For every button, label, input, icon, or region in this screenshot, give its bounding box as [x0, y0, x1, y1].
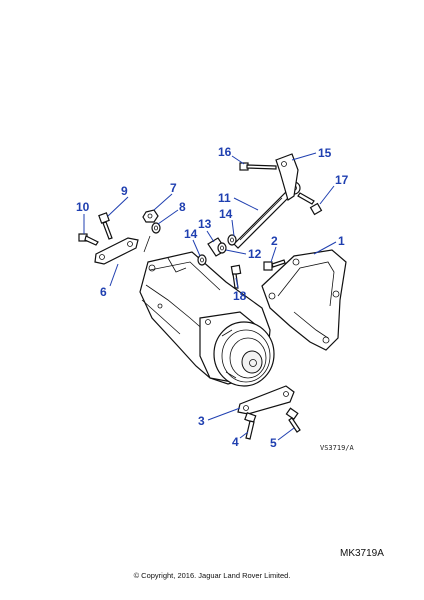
- callout-18: 18: [233, 289, 247, 303]
- compressor: [139, 251, 275, 387]
- copyright-notice: © Copyright, 2016. Jaguar Land Rover Lim…: [133, 571, 291, 580]
- leader-lines: [83, 152, 337, 441]
- link-bracket: [94, 237, 139, 265]
- bolt-4: [244, 412, 257, 440]
- callout-2: 2: [271, 234, 278, 248]
- callout-14-lower: 14: [184, 227, 198, 241]
- bolt-16: [239, 162, 277, 171]
- washer-8: [143, 222, 161, 253]
- bolt-9: [98, 212, 113, 240]
- callout-13: 13: [198, 217, 212, 231]
- callout-8: 8: [179, 200, 186, 214]
- diagram-code: MK3719A: [340, 548, 384, 559]
- mounting-bracket: [261, 249, 347, 351]
- nut-7: [142, 209, 159, 223]
- callout-17: 17: [335, 173, 349, 187]
- callout-16: 16: [218, 145, 232, 159]
- bolt-10: [78, 233, 99, 246]
- bolt-18: [230, 264, 242, 289]
- callout-5: 5: [270, 436, 277, 450]
- callout-1: 1: [338, 234, 345, 248]
- callout-11: 11: [218, 191, 231, 205]
- callout-7: 7: [170, 181, 177, 195]
- callout-12: 12: [248, 247, 262, 261]
- callout-3: 3: [198, 414, 205, 428]
- nut-14-upper: [227, 234, 237, 246]
- washer-13: [217, 242, 227, 254]
- callout-6: 6: [100, 285, 107, 299]
- callout-10: 10: [76, 200, 90, 214]
- drawing-reference: VS3719/A: [320, 444, 355, 452]
- bolt-17: [297, 192, 323, 216]
- bolt-5: [285, 407, 301, 433]
- upper-bracket: [275, 153, 299, 201]
- callout-15: 15: [318, 146, 332, 160]
- lower-bracket: [237, 385, 295, 415]
- callout-4: 4: [232, 435, 239, 449]
- nut-14-lower: [197, 254, 207, 266]
- callouts: 1 2 3 4 5 6 7 8 9 10 11 12 13 14 14 15 1…: [76, 145, 349, 450]
- bolt-2: [263, 259, 286, 271]
- callout-9: 9: [121, 184, 128, 198]
- callout-14-upper: 14: [219, 207, 233, 221]
